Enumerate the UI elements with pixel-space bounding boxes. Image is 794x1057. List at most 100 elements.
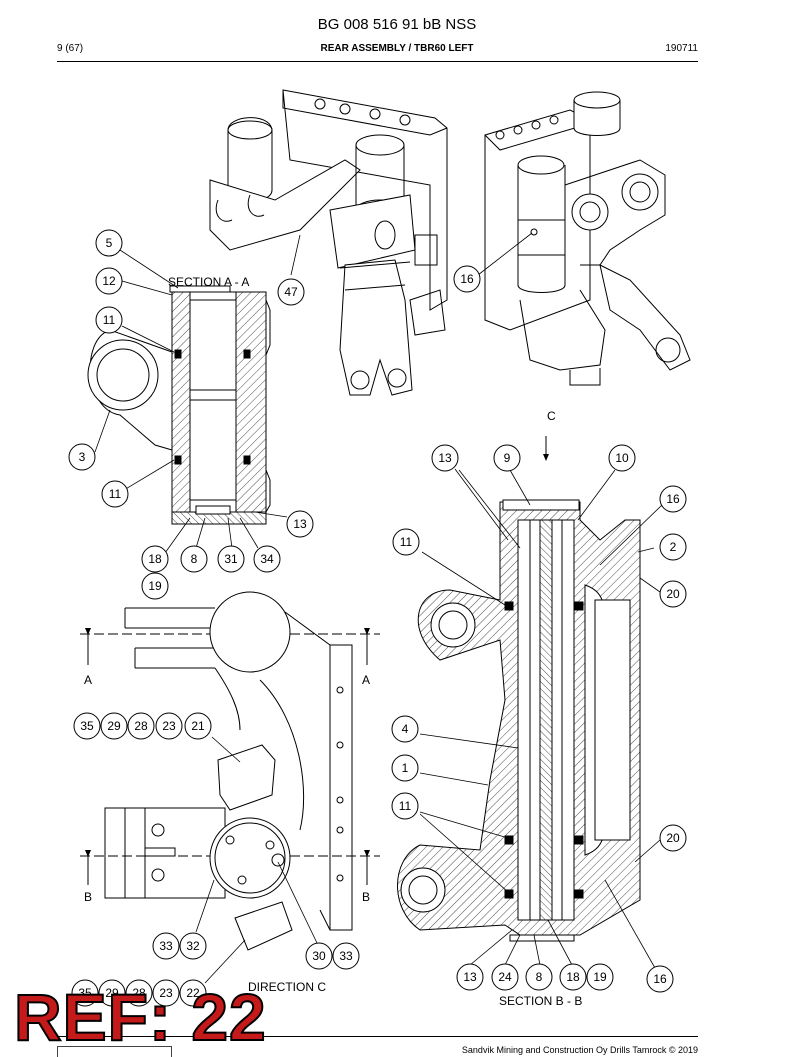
callout-circle [392, 528, 420, 556]
page-number: 9 (67) [57, 43, 84, 54]
callout-bb-4: 4 [391, 715, 419, 743]
callout-c-21: 21 [184, 712, 212, 740]
document-number: BG 008 516 91 bB NSS [317, 16, 477, 33]
callout-circle [525, 963, 553, 991]
callout-number: 19 [148, 579, 162, 593]
callout-number: 29 [107, 719, 121, 733]
callout-circle [179, 979, 207, 1007]
callout-number: 28 [134, 719, 148, 733]
brand-logo [57, 1046, 172, 1057]
callout-number: 13 [293, 517, 307, 531]
isometric-view-left [209, 89, 448, 396]
callout-bb-16a: 16 [659, 485, 687, 513]
callout-number: 4 [402, 722, 409, 736]
callout-circle [101, 480, 129, 508]
callout-circle [152, 932, 180, 960]
callout-circle [659, 824, 687, 852]
callout-circle [179, 932, 207, 960]
callout-circle [305, 942, 333, 970]
callout-aa-5: 5 [95, 229, 123, 257]
callout-number: 9 [504, 451, 511, 465]
callout-circle [98, 979, 126, 1007]
view-marker-c: C [547, 409, 556, 423]
callout-bb-20a: 20 [659, 580, 687, 608]
callout-bb-9: 9 [493, 444, 521, 472]
callout-c-22: 22 [179, 979, 207, 1007]
callout-number: 1 [402, 761, 409, 775]
callout-circle [646, 965, 674, 993]
callout-number: 28 [132, 986, 146, 1000]
section-b-b-label: SECTION B - B [499, 994, 582, 1008]
direction-c-view [80, 591, 380, 951]
callout-bb-19: 19 [586, 963, 614, 991]
callout-circle [95, 267, 123, 295]
callout-number: 35 [80, 719, 94, 733]
callout-circle [155, 712, 183, 740]
callout-number: 30 [312, 949, 326, 963]
callout-c-28: 28 [127, 712, 155, 740]
callout-circle [95, 306, 123, 334]
callout-number: 11 [109, 487, 122, 501]
date-code: 190711 [665, 43, 698, 54]
callout-iso-47: 47 [277, 278, 305, 306]
callout-circle [559, 963, 587, 991]
callout-number: 11 [399, 799, 412, 813]
callout-circle [141, 572, 169, 600]
callout-circle [391, 715, 419, 743]
section-b-b [397, 436, 641, 942]
callout-number: 31 [224, 552, 238, 566]
callout-number: 20 [666, 831, 680, 845]
callout-aa-34: 34 [253, 545, 281, 573]
callout-circle [127, 712, 155, 740]
callout-c-33a: 33 [152, 932, 180, 960]
callout-bb-10: 10 [608, 444, 636, 472]
callout-aa-19: 19 [141, 572, 169, 600]
callout-circle [659, 580, 687, 608]
callout-circle [332, 942, 360, 970]
callout-bb-13b: 13 [456, 963, 484, 991]
callout-c-30: 30 [305, 942, 333, 970]
callout-bb-13a: 13 [431, 444, 459, 472]
callout-number: 8 [191, 552, 198, 566]
footer-copyright: Sandvik Mining and Construction Oy Drill… [461, 1045, 698, 1055]
direction-c-label: DIRECTION C [248, 980, 326, 994]
callout-number: 10 [615, 451, 629, 465]
callout-c-23b: 23 [152, 979, 180, 1007]
callout-aa-11a: 11 [95, 306, 123, 334]
callout-number: 16 [460, 272, 474, 286]
callout-aa-3: 3 [68, 443, 96, 471]
callout-circle [456, 963, 484, 991]
callout-number: 16 [666, 492, 680, 506]
section-marker-a-right: A [362, 673, 370, 687]
footer-rule [57, 1036, 698, 1037]
callout-c-29: 29 [100, 712, 128, 740]
isometric-view-right [484, 91, 691, 386]
callout-bb-1: 1 [391, 754, 419, 782]
callout-number: 18 [566, 970, 580, 984]
callout-circle [100, 712, 128, 740]
callout-bb-8: 8 [525, 963, 553, 991]
callout-aa-12: 12 [95, 267, 123, 295]
callout-bb-2: 2 [659, 533, 687, 561]
callout-aa-18: 18 [141, 545, 169, 573]
reference-stamp: REF: 22 [13, 980, 267, 1054]
callout-c-35b: 35 [71, 979, 99, 1007]
callout-aa-13: 13 [286, 510, 314, 538]
callout-circle [253, 545, 281, 573]
callout-number: 22 [186, 986, 200, 1000]
callout-aa-31: 31 [217, 545, 245, 573]
callout-number: 23 [159, 986, 173, 1000]
callout-circle [73, 712, 101, 740]
callout-circle [217, 545, 245, 573]
callout-circle [68, 443, 96, 471]
callout-bb-11b: 11 [391, 792, 419, 820]
callout-c-33b: 33 [332, 942, 360, 970]
callout-circle [659, 533, 687, 561]
callout-number: 32 [186, 939, 200, 953]
callout-aa-11b: 11 [101, 480, 129, 508]
callout-circle [659, 485, 687, 513]
callout-circle [277, 278, 305, 306]
callout-circle [453, 265, 481, 293]
section-marker-b-right: B [362, 890, 370, 904]
